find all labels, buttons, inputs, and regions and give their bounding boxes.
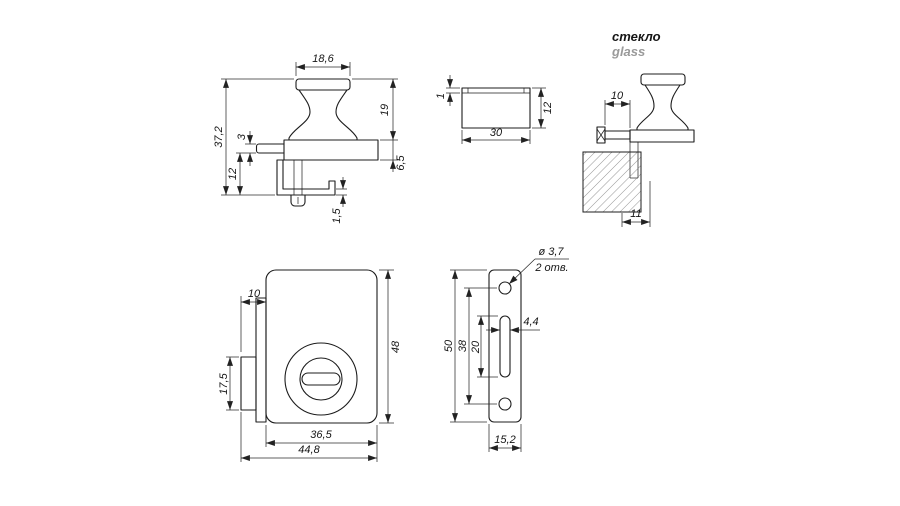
dim-layer-thickness: 1 xyxy=(435,75,460,106)
dim-body-height: 48 xyxy=(379,269,402,424)
view-gasket: 1 12 30 xyxy=(435,75,554,144)
cylinder-inner-circle xyxy=(299,357,343,401)
cylinder-outer-circle xyxy=(284,342,358,416)
dim-mount-offset-bottom: 11 xyxy=(621,181,651,227)
dim-knob-height-label: 19 xyxy=(379,104,391,116)
dim-plate-height-label: 6,5 xyxy=(395,154,407,170)
faceplate-strip xyxy=(255,297,267,423)
dim-plate-width: 15,2 xyxy=(488,424,522,452)
dim-knob-width-label: 18,6 xyxy=(312,53,334,65)
dim-slot-width: 4,4 xyxy=(486,316,540,333)
knob-cap xyxy=(295,78,351,91)
dim-bolt-thickness-label: 3 xyxy=(236,133,248,140)
glass-label-ru: стекло xyxy=(612,29,661,44)
view-front: 10 17,5 48 36,5 44,8 xyxy=(218,269,402,462)
strike-slot xyxy=(499,315,511,378)
dim-gasket-height: 12 xyxy=(532,87,554,129)
clamp-bracket xyxy=(276,159,336,196)
knob-profile xyxy=(288,89,358,141)
latch-bolt-side xyxy=(255,143,285,154)
dim-lip-thickness: 1,5 xyxy=(331,177,347,224)
dim-mount-offset-top: 10 xyxy=(604,90,631,128)
dim-slot-width-label: 4,4 xyxy=(523,316,538,328)
strike-hole-bottom xyxy=(498,397,512,411)
view-strike-plate: ø 3,7 2 отв. 50 38 20 4,4 xyxy=(443,246,569,452)
dim-total-height-label: 37,2 xyxy=(213,126,225,147)
dim-body-width: 36,5 xyxy=(265,425,378,462)
mount-screw-shaft xyxy=(604,130,631,140)
dim-body-width-label: 36,5 xyxy=(310,429,332,441)
dim-layer-thickness-label: 1 xyxy=(435,93,447,99)
thumbturn-slot xyxy=(301,372,341,386)
dim-knob-height: 19 xyxy=(352,78,398,141)
dim-bolt-height-label: 17,5 xyxy=(218,372,230,394)
view-side: 18,6 37,2 3 12 19 xyxy=(213,53,407,224)
glass-label-en: glass xyxy=(611,44,645,59)
dim-overall-width: 44,8 xyxy=(240,412,377,462)
dim-bracket-height: 12 xyxy=(227,153,243,195)
dim-gasket-width: 30 xyxy=(461,127,531,144)
dim-plate-height: 6,5 xyxy=(380,140,407,172)
screw-head xyxy=(290,194,306,207)
dim-mount-offset-top-label: 10 xyxy=(611,90,624,102)
latch-bolt-front xyxy=(240,356,257,411)
dim-gasket-height-label: 12 xyxy=(542,102,554,114)
dim-bolt-throw: 10 xyxy=(240,288,266,352)
screw-shaft xyxy=(293,159,303,196)
dim-slot-length-label: 20 xyxy=(470,340,482,354)
strike-plate-body xyxy=(488,269,522,423)
dim-bolt-height: 17,5 xyxy=(218,356,239,411)
glass-panel-hatched xyxy=(582,151,642,213)
dim-bracket-height-label: 12 xyxy=(227,168,239,180)
dim-slot-length: 20 xyxy=(470,315,498,378)
view-mount: стекло glass 10 11 xyxy=(582,29,695,227)
dim-gasket-width-label: 30 xyxy=(490,127,503,139)
dim-mount-offset-bottom-label: 11 xyxy=(630,208,641,220)
screw-head-hatch-2 xyxy=(596,128,606,142)
mount-knob-cap xyxy=(640,73,686,86)
dim-total-height: 37,2 xyxy=(213,78,294,196)
dim-plate-width-label: 15,2 xyxy=(494,434,515,446)
strike-hole-top xyxy=(498,281,512,295)
dim-hole-spacing: 38 xyxy=(457,287,497,405)
mount-knob-profile xyxy=(636,84,689,131)
mount-plate xyxy=(629,129,695,143)
dim-body-height-label: 48 xyxy=(390,340,402,353)
hole-diameter-label: ø 3,7 xyxy=(538,246,564,258)
dim-lip-thickness-label: 1,5 xyxy=(331,207,343,223)
dim-plate-height-label: 50 xyxy=(443,339,455,352)
dim-overall-width-label: 44,8 xyxy=(298,444,320,456)
dim-bolt-throw-label: 10 xyxy=(248,288,261,300)
callout-hole-diameter: ø 3,7 2 отв. xyxy=(508,246,569,285)
dim-plate-height: 50 xyxy=(443,269,487,423)
gasket-body xyxy=(461,87,531,129)
dim-hole-spacing-label: 38 xyxy=(457,339,469,352)
dim-bolt-thickness: 3 xyxy=(236,131,256,166)
lock-housing-side xyxy=(283,139,379,161)
hole-count-label: 2 отв. xyxy=(534,262,568,274)
dim-knob-width: 18,6 xyxy=(295,53,351,76)
